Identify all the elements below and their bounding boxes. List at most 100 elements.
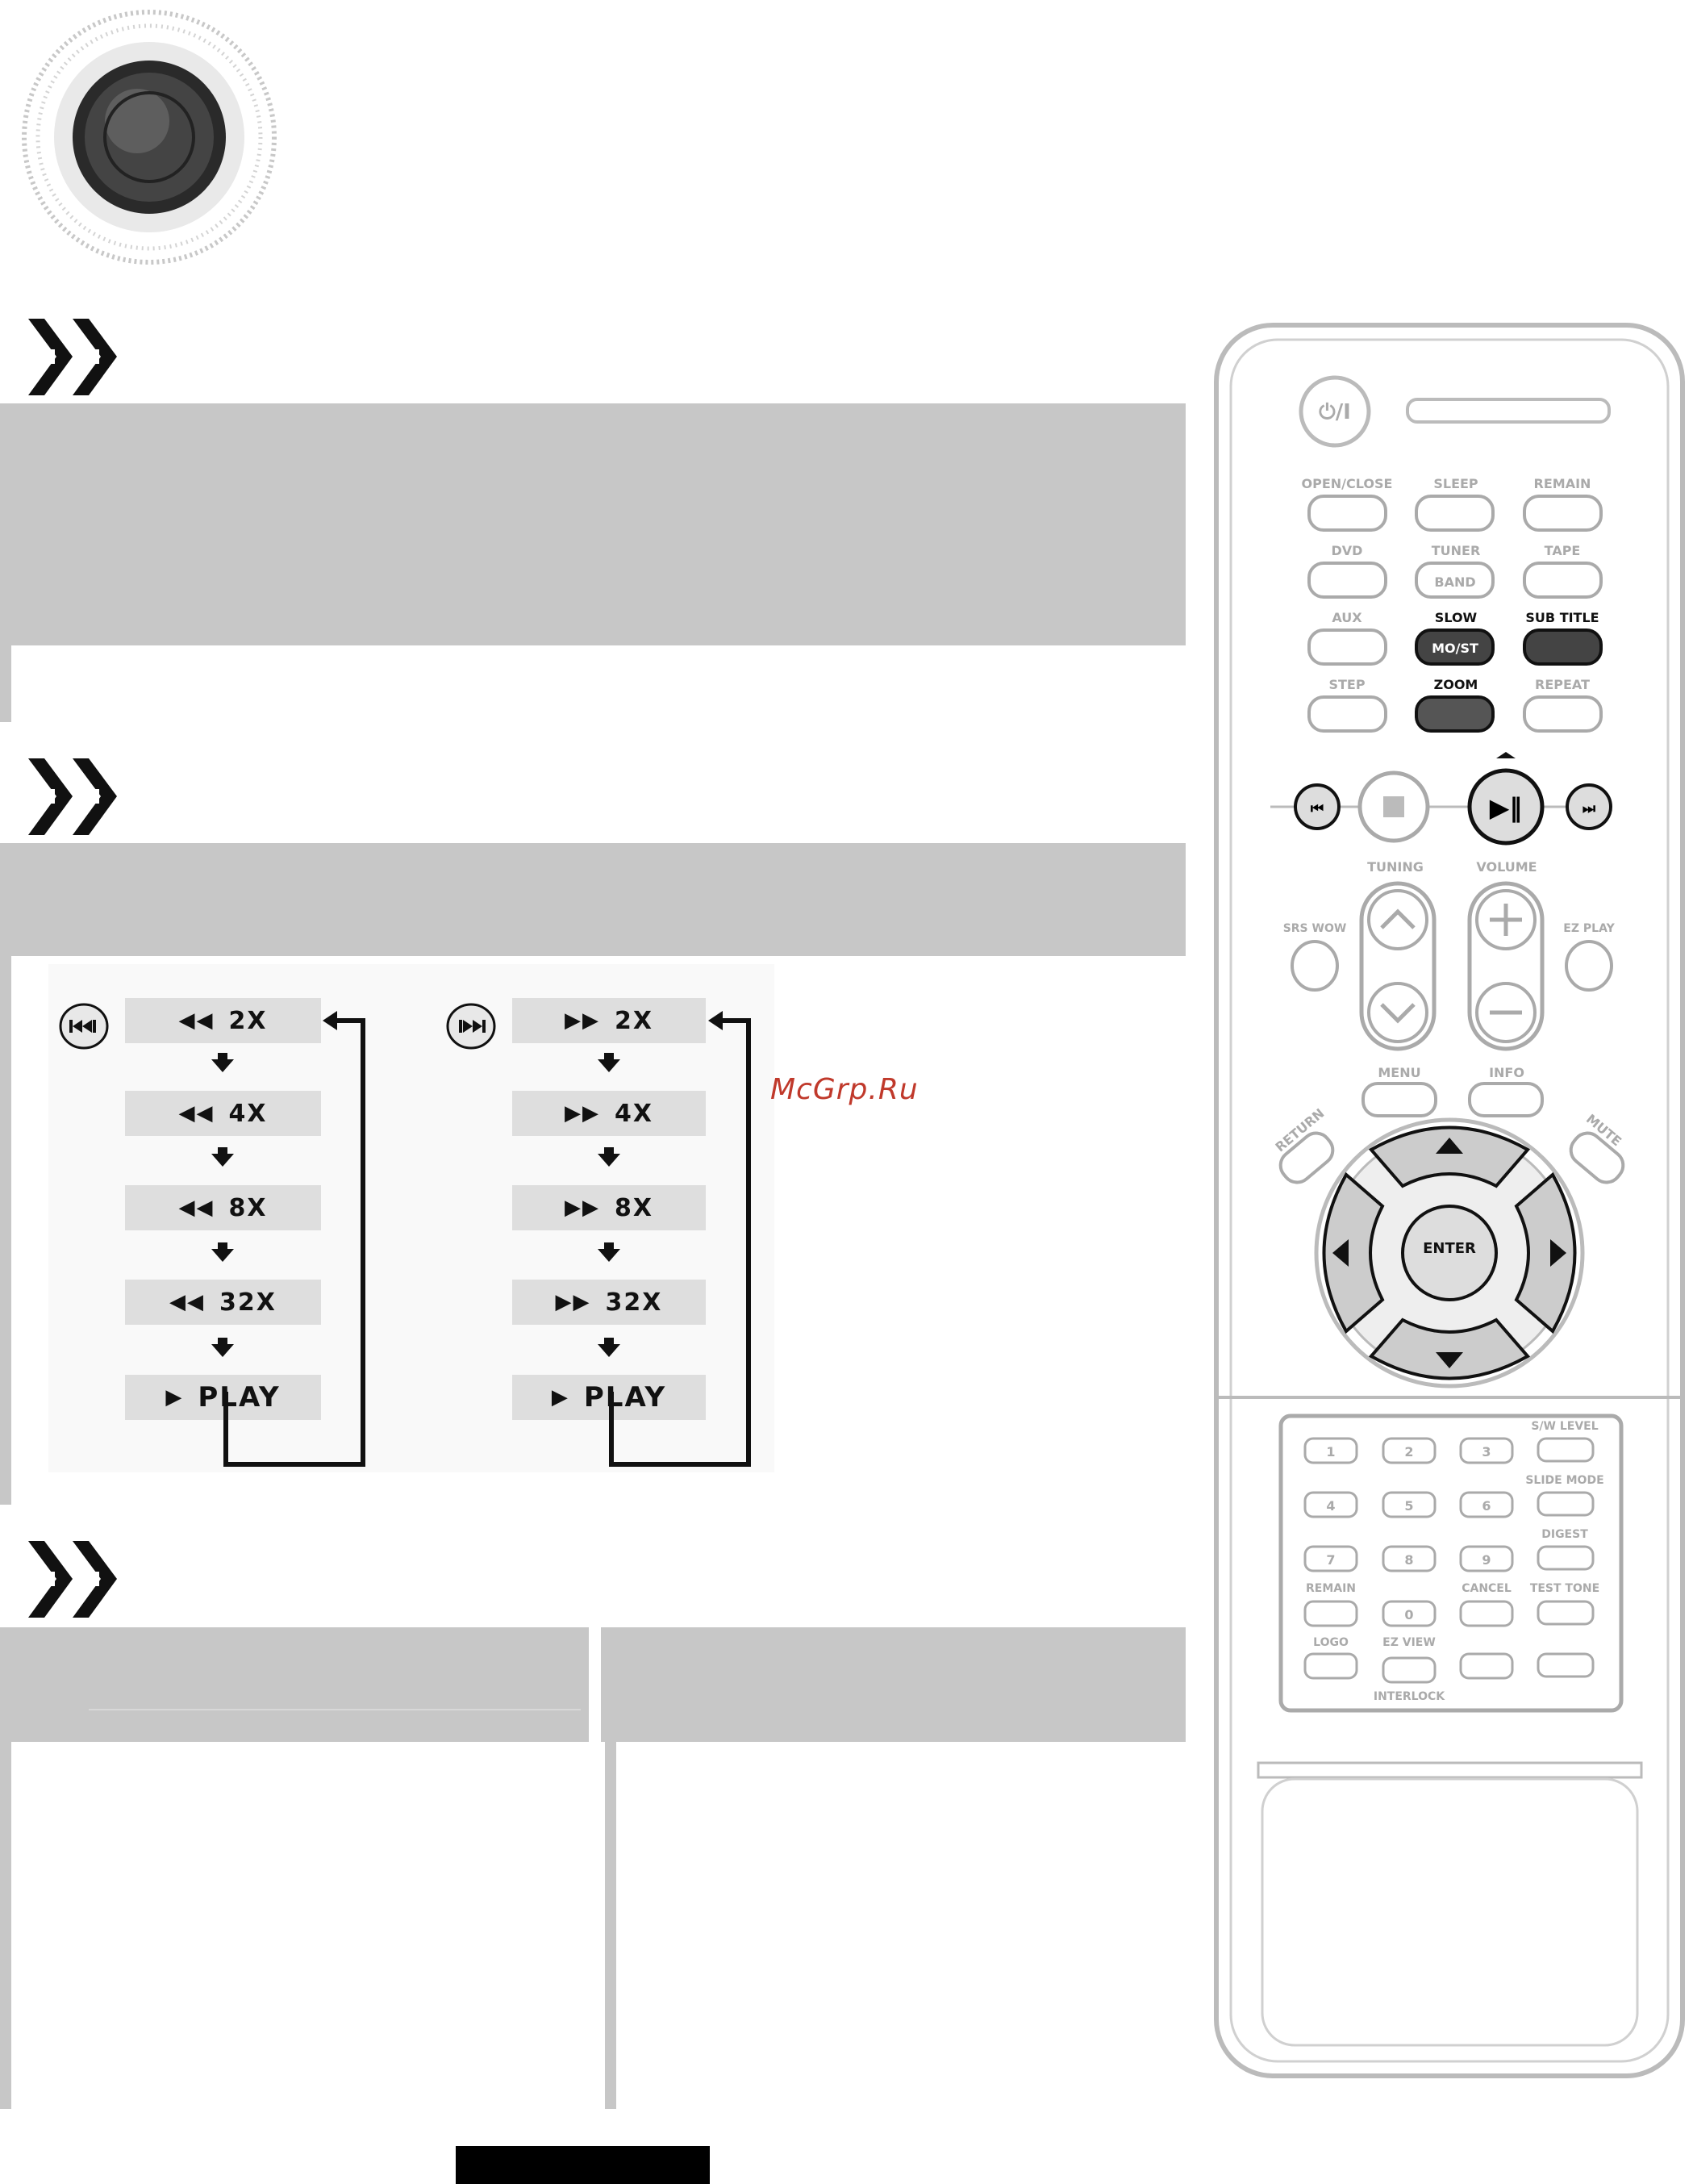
dpad-up-button — [1368, 1125, 1531, 1188]
rewind-icon: ◀◀ — [178, 1008, 215, 1033]
return-button — [1278, 1131, 1335, 1184]
enter-button — [1401, 1205, 1498, 1301]
chevron-bullet-icon — [24, 1541, 125, 1618]
skip-back-button — [1294, 783, 1341, 830]
svg-text:SUB TITLE: SUB TITLE — [1525, 610, 1599, 625]
down-arrow-icon — [211, 1242, 234, 1262]
section-1-vertical-bar — [0, 645, 11, 722]
svg-text:2: 2 — [1404, 1444, 1413, 1459]
speaker-logo — [16, 4, 282, 270]
svg-text:⏮: ⏮ — [1311, 800, 1324, 817]
skip-forward-button — [1566, 783, 1612, 830]
svg-text:VOLUME: VOLUME — [1476, 859, 1537, 875]
svg-text:3: 3 — [1482, 1444, 1491, 1459]
repeat-button — [1523, 695, 1603, 733]
forward-speed-label: 2X — [614, 1006, 653, 1035]
section-2-header-band — [0, 843, 1186, 956]
svg-text:STEP: STEP — [1328, 677, 1365, 692]
forward-speed-label: 32X — [605, 1288, 663, 1317]
svg-text:REMAIN: REMAIN — [1306, 1582, 1356, 1595]
svg-text:AUX: AUX — [1332, 610, 1362, 625]
section-3-left-divider — [89, 1709, 581, 1710]
srs-wow-button — [1291, 940, 1339, 992]
svg-text:DIGEST: DIGEST — [1541, 1528, 1588, 1541]
forward-step: ▶▶4X — [512, 1091, 706, 1136]
down-arrow-icon — [211, 1147, 234, 1167]
number-pad-panel — [1278, 1414, 1624, 1713]
svg-text:9: 9 — [1482, 1552, 1491, 1568]
svg-text:ENTER: ENTER — [1423, 1240, 1476, 1257]
dpad-down-button — [1368, 1317, 1531, 1380]
remote-control-illustration: ⏻/I OPEN/CLOSE SLEEP REMAIN DVD TUNER TA… — [1214, 323, 1685, 2078]
svg-text:0: 0 — [1404, 1607, 1413, 1622]
step-button — [1307, 695, 1387, 733]
section-3-left-vertical-bar — [0, 1742, 11, 2109]
down-arrow-icon — [598, 1147, 620, 1167]
svg-text:MENU: MENU — [1378, 1065, 1420, 1080]
rewind-play-step: ▶PLAY — [125, 1375, 321, 1420]
svg-text:▶‖: ▶‖ — [1490, 792, 1523, 824]
tuner-band-button — [1415, 562, 1495, 599]
svg-text:S/W LEVEL: S/W LEVEL — [1531, 1420, 1598, 1433]
zoom-button — [1415, 695, 1495, 733]
down-arrow-icon — [598, 1053, 620, 1072]
rewind-icon: ◀◀ — [178, 1101, 215, 1125]
svg-text:SLIDE MODE: SLIDE MODE — [1525, 1474, 1603, 1487]
dpad-right-button — [1514, 1171, 1577, 1334]
svg-text:OPEN/CLOSE: OPEN/CLOSE — [1302, 476, 1393, 491]
svg-text:⏭: ⏭ — [1582, 800, 1596, 817]
svg-text:TAPE: TAPE — [1545, 543, 1581, 558]
info-button — [1468, 1082, 1544, 1117]
aux-button — [1307, 628, 1387, 666]
svg-text:SRS WOW: SRS WOW — [1283, 922, 1347, 935]
skip-forward-button-icon — [445, 1000, 497, 1052]
rewind-speed-label: 8X — [228, 1193, 268, 1222]
fast-forward-icon: ▶▶ — [564, 1196, 600, 1220]
play-icon: ▶ — [551, 1385, 569, 1409]
forward-step: ▶▶2X — [512, 998, 706, 1043]
fast-forward-icon: ▶▶ — [555, 1290, 591, 1314]
down-arrow-icon — [211, 1338, 234, 1357]
rewind-icon: ◀◀ — [169, 1290, 206, 1314]
play-icon: ▶ — [165, 1385, 184, 1409]
play-label: PLAY — [583, 1381, 667, 1414]
svg-text:TUNER: TUNER — [1432, 543, 1481, 558]
forward-step: ▶▶ 8X — [512, 1185, 706, 1230]
slow-button — [1415, 628, 1495, 666]
chevron-bullet-icon — [24, 758, 125, 835]
section-1-header-band — [0, 403, 1186, 645]
open-close-button — [1307, 495, 1387, 532]
rewind-icon: ◀◀ — [178, 1196, 215, 1220]
rewind-step: ◀◀2X — [125, 998, 321, 1043]
svg-text:MO/ST: MO/ST — [1432, 641, 1478, 656]
svg-text:⏻/I: ⏻/I — [1319, 400, 1351, 424]
forward-step: ▶▶ 32X — [512, 1280, 706, 1325]
down-arrow-icon — [598, 1242, 620, 1262]
svg-text:8: 8 — [1404, 1552, 1413, 1568]
down-arrow-icon — [598, 1338, 620, 1357]
forward-speed-label: 8X — [614, 1193, 653, 1222]
power-button — [1299, 375, 1371, 448]
down-arrow-icon — [211, 1053, 234, 1072]
ez-play-button — [1565, 940, 1613, 992]
svg-text:TUNING: TUNING — [1367, 859, 1424, 875]
subtitle-button — [1523, 628, 1603, 666]
section-3-left-band — [0, 1627, 589, 1742]
page-number-block — [456, 2146, 710, 2184]
chevron-bullet-icon — [24, 319, 125, 395]
svg-text:EZ PLAY: EZ PLAY — [1563, 922, 1615, 935]
skip-back-button-icon — [58, 1000, 110, 1052]
svg-text:REMAIN: REMAIN — [1534, 476, 1591, 491]
sleep-button — [1415, 495, 1495, 532]
rewind-step: ◀◀ 8X — [125, 1185, 321, 1230]
svg-text:DVD: DVD — [1332, 543, 1363, 558]
svg-text:1: 1 — [1326, 1444, 1335, 1459]
dvd-button — [1307, 562, 1387, 599]
svg-text:LOGO: LOGO — [1313, 1636, 1349, 1649]
rewind-speed-label: 4X — [228, 1099, 268, 1128]
rewind-step: ◀◀ 4X — [125, 1091, 321, 1136]
svg-text:4: 4 — [1326, 1498, 1335, 1514]
section-3-right-band — [601, 1627, 1186, 1742]
svg-text:BAND: BAND — [1434, 574, 1475, 590]
mute-button — [1569, 1131, 1625, 1184]
